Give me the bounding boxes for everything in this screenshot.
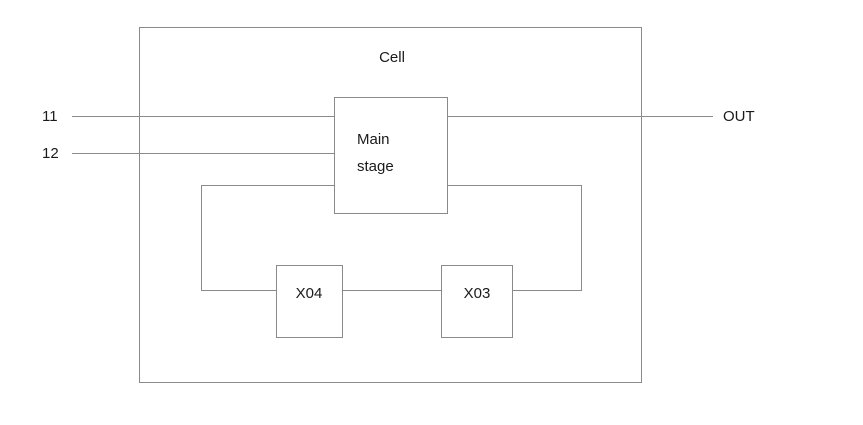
block-x04[interactable]: [276, 265, 343, 338]
wire-feedback-x03-to-mainstage: [448, 185, 582, 291]
block-x03[interactable]: [441, 265, 513, 338]
port-label-in2: 12: [42, 145, 59, 162]
block-main-stage[interactable]: [334, 97, 448, 214]
port-label-out: OUT: [723, 108, 755, 125]
port-label-in1: 11: [42, 108, 58, 125]
block-x04-label: X04: [296, 285, 323, 302]
cell-label: Cell: [379, 49, 405, 66]
wire-feedback-mainstage-to-x04: [201, 185, 334, 291]
block-x03-label: X03: [464, 285, 491, 302]
block-main-stage-label-line1: Main: [357, 131, 390, 148]
block-main-stage-label-line2: stage: [357, 158, 394, 175]
